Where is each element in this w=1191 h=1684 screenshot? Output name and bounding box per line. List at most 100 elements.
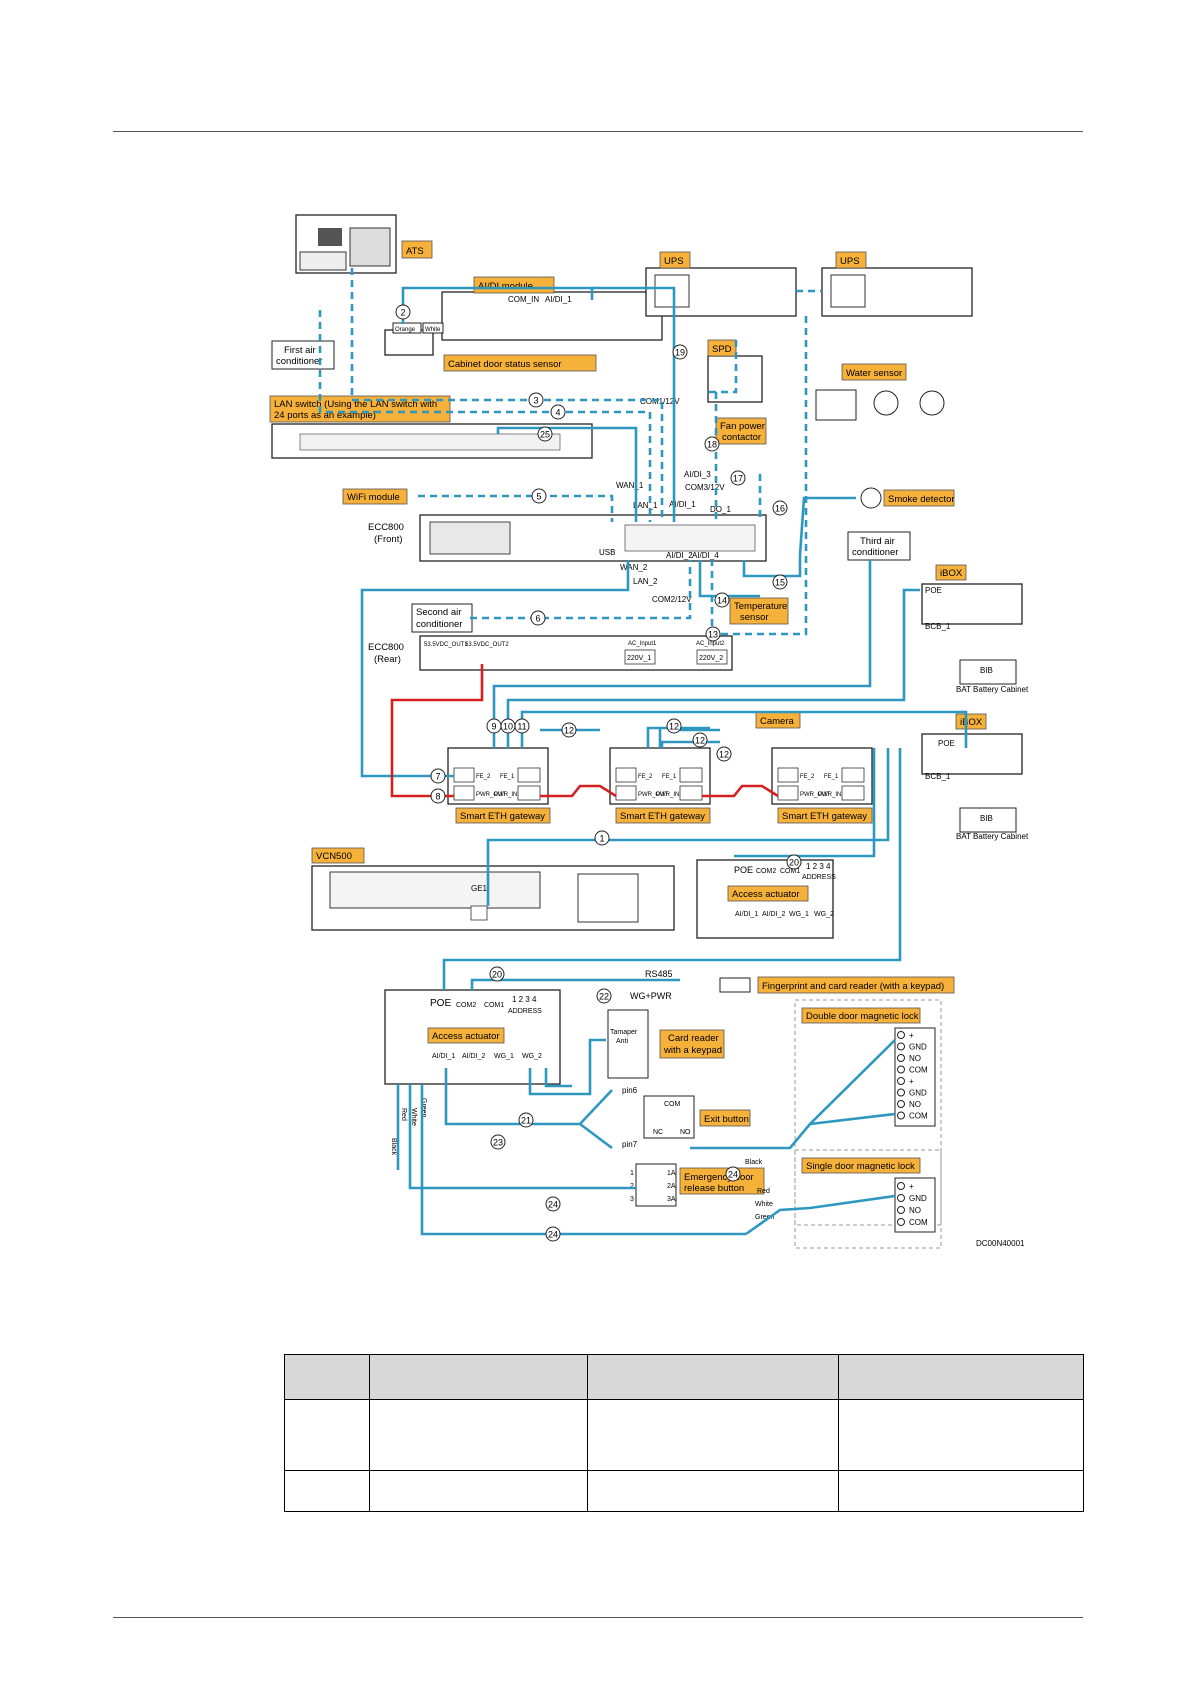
callout-24 bbox=[725, 1166, 741, 1182]
callout-23 bbox=[490, 1134, 506, 1150]
gw1-pwr-in: PWR_IN bbox=[494, 792, 517, 798]
exit-nc: NC bbox=[653, 1129, 663, 1136]
aa2-com1: COM1 bbox=[484, 1002, 504, 1009]
callout-12 bbox=[561, 722, 577, 738]
ats-device bbox=[295, 214, 397, 274]
aa1-wg1: WG_1 bbox=[789, 911, 809, 918]
cabinet-door-sensor bbox=[384, 329, 434, 356]
smoke-detector-icon bbox=[860, 487, 882, 509]
em-3a: 3A bbox=[667, 1196, 676, 1203]
callout-1 bbox=[594, 830, 610, 846]
port-aidi2-ecc: AI/DI_2 bbox=[666, 551, 693, 560]
wire-wg-pwr: WG+PWR bbox=[630, 991, 672, 1001]
callout-2-number: 2 bbox=[400, 308, 405, 318]
terminal-label: NO bbox=[909, 1100, 921, 1109]
ecc-rear-line2: (Rear) bbox=[374, 654, 401, 665]
tag-red-v: Red bbox=[400, 1108, 407, 1121]
wifi-label: WiFi module bbox=[347, 492, 400, 503]
ibox2-bcb: BCB_1 bbox=[925, 772, 951, 781]
gw2-pwr-out: PWR_OUT bbox=[638, 792, 668, 798]
callout-8 bbox=[430, 788, 446, 804]
gw3-pwr-out: PWR_OUT bbox=[800, 792, 830, 798]
terminal-circle bbox=[897, 1111, 905, 1120]
water-sensor-label: Water sensor bbox=[846, 368, 902, 379]
terminal-circle bbox=[897, 1042, 905, 1051]
terminal-label: NO bbox=[909, 1206, 921, 1215]
em-1: 1 bbox=[630, 1170, 634, 1177]
card-reader-device bbox=[607, 1009, 649, 1079]
callout-18-number: 18 bbox=[707, 440, 717, 450]
gateway-1-label: Smart ETH gateway bbox=[460, 811, 545, 822]
aa2-wg1: WG_1 bbox=[494, 1053, 514, 1060]
lan-switch-line1: LAN switch (Using the LAN switch with bbox=[274, 399, 437, 410]
gw2-fe2: FE_2 bbox=[638, 774, 653, 780]
wire-white-door: White bbox=[425, 327, 441, 333]
ecc-front-line2: (Front) bbox=[374, 534, 403, 545]
callout-12 bbox=[692, 732, 708, 748]
callout-20 bbox=[489, 966, 505, 982]
tag-red: Red bbox=[757, 1188, 770, 1195]
emergency-line1: Emergency door bbox=[684, 1172, 754, 1183]
callout-24-number: 24 bbox=[548, 1200, 558, 1210]
wire-rs485: RS485 bbox=[645, 969, 673, 979]
aa2-dip: 1 2 3 4 bbox=[512, 995, 537, 1004]
vcn500-label: VCN500 bbox=[316, 851, 352, 862]
callout-3 bbox=[528, 392, 544, 408]
terminal-circle bbox=[897, 1088, 905, 1097]
callout-7 bbox=[430, 768, 446, 784]
callout-4-number: 4 bbox=[555, 408, 560, 418]
terminal-label: GND bbox=[909, 1194, 927, 1203]
first-air-line2: conditioner bbox=[276, 356, 322, 367]
first-air-line1: First air bbox=[284, 345, 316, 356]
ecc-front-line1: ECC800 bbox=[368, 522, 404, 533]
tag-black-v: Black bbox=[390, 1138, 397, 1156]
port-lan2: LAN_2 bbox=[633, 577, 658, 586]
table-header bbox=[369, 1354, 588, 1400]
callout-16-number: 16 bbox=[775, 504, 785, 514]
terminal-label: GND bbox=[909, 1043, 927, 1052]
ups-1-label: UPS bbox=[664, 256, 684, 267]
callout-14-number: 14 bbox=[717, 596, 727, 606]
callout-24 bbox=[545, 1226, 561, 1242]
callout-12-number: 12 bbox=[719, 750, 729, 760]
ecc-rear-line1: ECC800 bbox=[368, 642, 404, 653]
terminal-circle bbox=[897, 1031, 905, 1039]
callout-2 bbox=[395, 304, 411, 320]
callout-24-number: 24 bbox=[548, 1230, 558, 1240]
third-air-line2: conditioner bbox=[852, 547, 898, 558]
callout-13-number: 13 bbox=[708, 630, 718, 640]
terminal-label: + bbox=[909, 1077, 914, 1086]
exit-button-label: Exit button bbox=[704, 1114, 749, 1125]
aa1-aidi2: AI/DI_2 bbox=[762, 911, 785, 918]
terminal-circle bbox=[897, 1218, 905, 1226]
port-com3-12v: COM3/12V bbox=[685, 483, 725, 492]
callout-17 bbox=[730, 470, 746, 486]
gw3-pwr-in: PWR_IN bbox=[818, 792, 841, 798]
callout-11-number: 11 bbox=[517, 722, 526, 732]
ecc800-rear bbox=[419, 635, 733, 671]
drawing-code: DC00N40001 bbox=[976, 1239, 1025, 1248]
aidi-module-label: AI/DI module bbox=[478, 281, 533, 292]
second-air-line2: conditioner bbox=[416, 619, 462, 630]
ats-label: ATS bbox=[406, 246, 424, 257]
callout-6-number: 6 bbox=[535, 614, 540, 624]
cable-table bbox=[284, 1354, 1084, 1512]
bat-cabinet-2 bbox=[959, 807, 1017, 833]
callout-12-number: 12 bbox=[564, 726, 574, 736]
port-com1-12v: COM1/12V bbox=[640, 397, 680, 406]
gw1-fe1: FE_1 bbox=[500, 774, 515, 780]
ups-1 bbox=[645, 267, 797, 317]
table-header bbox=[587, 1354, 839, 1400]
aa2-com2: COM2 bbox=[456, 1002, 476, 1009]
card-reader-line1: Card reader bbox=[668, 1033, 719, 1044]
port-wan1: WAN_1 bbox=[616, 481, 644, 490]
aa2-address: ADDRESS bbox=[508, 1008, 542, 1015]
temp-sensor-line1: Temperature bbox=[734, 601, 787, 612]
ibox-2-label: iBOX bbox=[960, 717, 983, 728]
callout-17-number: 17 bbox=[733, 474, 743, 484]
exit-button-device bbox=[643, 1095, 695, 1139]
callout-19 bbox=[672, 344, 688, 360]
port-aidi1-module: AI/DI_1 bbox=[545, 295, 572, 304]
third-air-line1: Third air bbox=[860, 536, 895, 547]
callout-11 bbox=[514, 718, 530, 734]
